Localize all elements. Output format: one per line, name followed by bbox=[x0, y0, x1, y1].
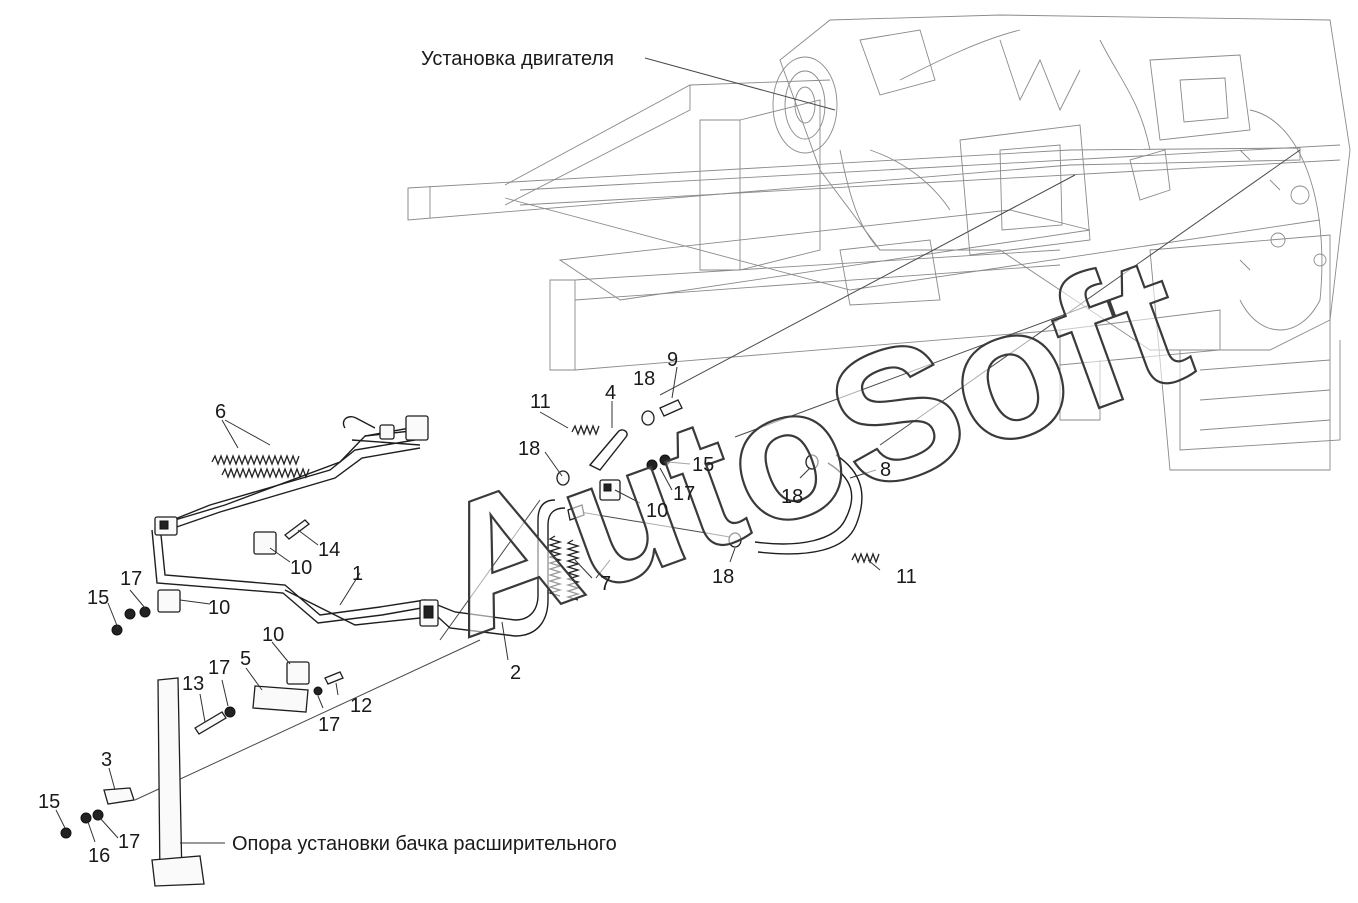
assembly-lines bbox=[134, 57, 1301, 801]
label-1: 1 bbox=[352, 563, 363, 585]
label-11b: 11 bbox=[896, 566, 917, 588]
label-11a: 11 bbox=[530, 391, 551, 413]
label-17b: 17 bbox=[120, 568, 142, 590]
label-9: 9 bbox=[667, 349, 678, 371]
small-parts bbox=[60, 399, 819, 887]
label-3: 3 bbox=[101, 749, 112, 771]
label-10a: 10 bbox=[646, 500, 668, 522]
label-14: 14 bbox=[318, 539, 340, 561]
label-18a: 18 bbox=[633, 368, 655, 390]
part-labels: 6 11 4 18 9 18 15 17 10 8 18 14 10 18 11… bbox=[38, 349, 917, 867]
label-8: 8 bbox=[880, 459, 891, 481]
label-10b: 10 bbox=[290, 557, 312, 579]
label-17a: 17 bbox=[673, 483, 695, 505]
label-13: 13 bbox=[182, 673, 204, 695]
label-15b: 15 bbox=[87, 587, 109, 609]
caption-engine-install: Установка двигателя bbox=[421, 48, 614, 70]
label-16: 16 bbox=[88, 845, 110, 867]
label-4: 4 bbox=[605, 382, 616, 404]
pipe-brackets bbox=[154, 415, 439, 627]
label-18b: 18 bbox=[518, 438, 540, 460]
hose-4 bbox=[588, 429, 628, 471]
engine-assembly-drawing bbox=[407, 14, 1351, 471]
label-5: 5 bbox=[240, 648, 251, 670]
label-6: 6 bbox=[215, 401, 226, 423]
label-10c: 10 bbox=[208, 597, 230, 619]
label-7: 7 bbox=[600, 573, 611, 595]
hose-8 bbox=[754, 454, 863, 555]
label-10d: 10 bbox=[262, 624, 284, 646]
label-18d: 18 bbox=[712, 566, 734, 588]
label-15c: 15 bbox=[38, 791, 60, 813]
leader-lines bbox=[55, 366, 881, 844]
label-2: 2 bbox=[510, 662, 521, 684]
caption-tank-support: Опора установки бачка расширительного bbox=[232, 833, 617, 855]
label-15a: 15 bbox=[692, 454, 714, 476]
label-17d: 17 bbox=[318, 714, 340, 736]
label-17c: 17 bbox=[208, 657, 230, 679]
label-12: 12 bbox=[350, 695, 372, 717]
label-17e: 17 bbox=[118, 831, 140, 853]
springs bbox=[211, 424, 880, 601]
pipe-assembly-1-2 bbox=[151, 416, 566, 637]
label-18c: 18 bbox=[781, 486, 803, 508]
